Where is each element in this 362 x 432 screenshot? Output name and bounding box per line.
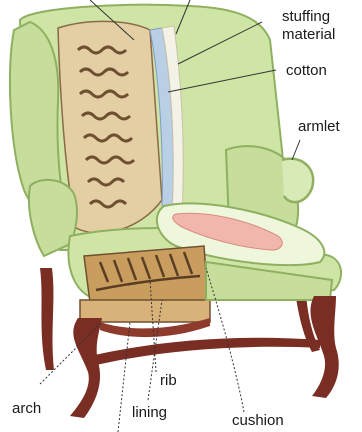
label-stuffing-material: stuffing material	[282, 8, 335, 44]
leader-armlet	[292, 140, 300, 160]
label-lining: lining	[132, 404, 167, 422]
label-cotton: cotton	[286, 62, 327, 80]
label-armlet: armlet	[298, 118, 340, 136]
label-cushion: cushion	[232, 412, 284, 430]
label-arch: arch	[12, 400, 41, 418]
label-rib: rib	[160, 372, 177, 390]
front-leg-left	[70, 318, 102, 418]
rear-leg-left	[40, 268, 54, 370]
leader-lining	[118, 322, 130, 432]
armlet-scroll	[282, 159, 313, 203]
stretcher	[90, 338, 320, 366]
